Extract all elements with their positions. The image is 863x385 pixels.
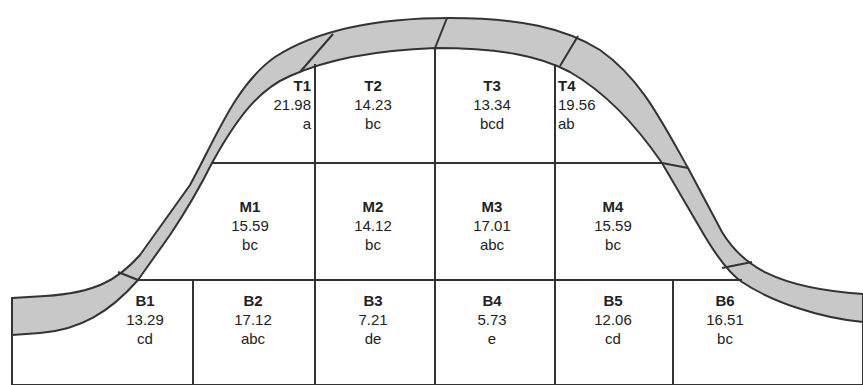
- region-value: 5.73: [475, 310, 509, 329]
- significance-letters: de: [356, 329, 390, 348]
- region-cell: B616.51bc: [704, 291, 746, 348]
- region-label: B2: [232, 291, 274, 310]
- significance-letters: cd: [124, 329, 166, 348]
- crust-band: [12, 18, 863, 385]
- significance-letters: bcd: [471, 114, 513, 133]
- region-value: 17.01: [471, 216, 513, 235]
- significance-letters: bc: [229, 235, 271, 254]
- region-value: 13.29: [124, 310, 166, 329]
- region-cell: T214.23bc: [352, 76, 394, 133]
- region-value: 12.06: [592, 310, 634, 329]
- significance-letters: a: [269, 114, 311, 133]
- region-label: M4: [592, 197, 634, 216]
- region-label: T1: [269, 76, 311, 95]
- significance-letters: bc: [352, 235, 394, 254]
- region-value: 15.59: [229, 216, 271, 235]
- region-value: 19.56: [558, 95, 600, 114]
- region-label: M3: [471, 197, 513, 216]
- region-label: B5: [592, 291, 634, 310]
- region-label: M2: [352, 197, 394, 216]
- region-label: T3: [471, 76, 513, 95]
- significance-letters: e: [475, 329, 509, 348]
- region-label: T2: [352, 76, 394, 95]
- region-cell: B113.29cd: [124, 291, 166, 348]
- significance-letters: bc: [352, 114, 394, 133]
- significance-letters: abc: [232, 329, 274, 348]
- region-cell: M115.59bc: [229, 197, 271, 254]
- significance-letters: bc: [592, 235, 634, 254]
- region-value: 15.59: [592, 216, 634, 235]
- region-label: B1: [124, 291, 166, 310]
- significance-letters: ab: [558, 114, 600, 133]
- region-cell: T313.34bcd: [471, 76, 513, 133]
- region-value: 14.12: [352, 216, 394, 235]
- region-cell: B512.06cd: [592, 291, 634, 348]
- region-cell: T419.56ab: [558, 76, 600, 133]
- region-value: 7.21: [356, 310, 390, 329]
- significance-letters: abc: [471, 235, 513, 254]
- region-cell: T121.98a: [269, 76, 311, 133]
- region-cell: B45.73e: [475, 291, 509, 348]
- region-cell: M214.12bc: [352, 197, 394, 254]
- region-cell: M317.01abc: [471, 197, 513, 254]
- grid-lines: [12, 48, 742, 385]
- region-label: M1: [229, 197, 271, 216]
- region-label: B3: [356, 291, 390, 310]
- significance-letters: bc: [704, 329, 746, 348]
- region-value: 17.12: [232, 310, 274, 329]
- region-value: 14.23: [352, 95, 394, 114]
- region-value: 21.98: [269, 95, 311, 114]
- region-cell: B217.12abc: [232, 291, 274, 348]
- crumb-region: [12, 48, 863, 385]
- significance-letters: cd: [592, 329, 634, 348]
- region-label: B4: [475, 291, 509, 310]
- region-value: 16.51: [704, 310, 746, 329]
- region-value: 13.34: [471, 95, 513, 114]
- region-cell: M415.59bc: [592, 197, 634, 254]
- region-cell: B37.21de: [356, 291, 390, 348]
- region-label: T4: [558, 76, 600, 95]
- region-label: B6: [704, 291, 746, 310]
